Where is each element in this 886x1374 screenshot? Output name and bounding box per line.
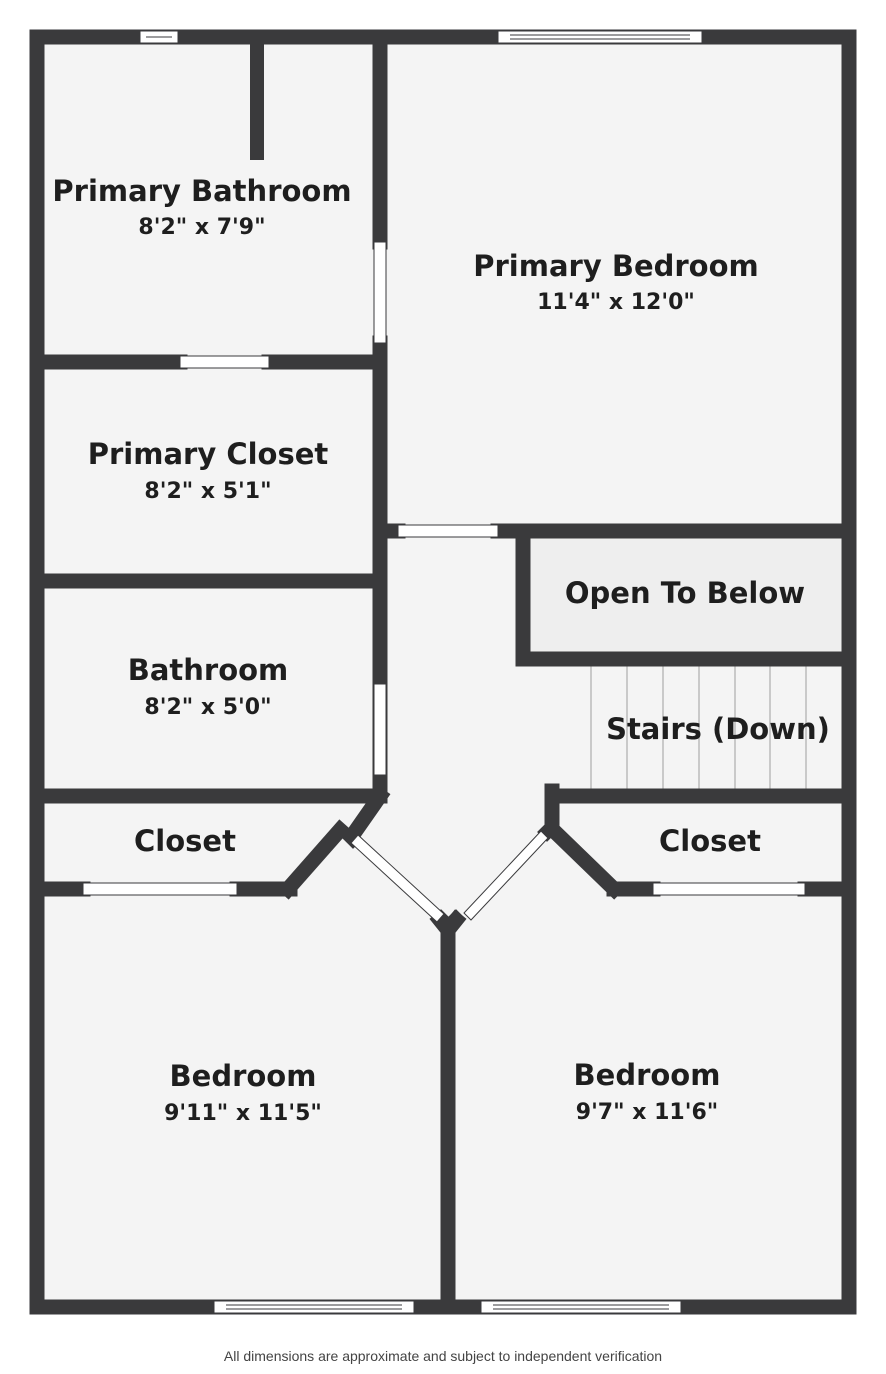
room-dims-primary-bathroom: 8'2" x 7'9" [138, 215, 265, 240]
door-opening [373, 683, 387, 776]
room-dims-bedroom-left: 9'11" x 11'5" [164, 1101, 322, 1126]
door-opening [373, 241, 387, 344]
room-name-primary-bedroom: Primary Bedroom [473, 249, 758, 283]
room-dims-primary-closet: 8'2" x 5'1" [144, 479, 271, 504]
door-opening [82, 882, 238, 896]
room-name-primary-bathroom: Primary Bathroom [52, 174, 351, 208]
door-opening [350, 834, 445, 923]
window [480, 1300, 682, 1314]
diagonal-doors [350, 830, 549, 923]
window [213, 1300, 415, 1314]
windows [139, 30, 703, 1314]
room-name-bathroom: Bathroom [128, 653, 289, 687]
room-dims-bathroom: 8'2" x 5'0" [144, 695, 271, 720]
door-opening [463, 830, 549, 921]
door-opening [652, 882, 806, 896]
room-name-stairs: Stairs (Down) [606, 712, 830, 746]
room-labels: Primary Bathroom 8'2" x 7'9" Primary Bed… [52, 174, 830, 1126]
room-dims-bedroom-right: 9'7" x 11'6" [576, 1100, 718, 1125]
walls [29, 29, 857, 1315]
window [497, 30, 703, 44]
disclaimer-footer: All dimensions are approximate and subje… [223, 1348, 663, 1364]
room-dims-primary-bedroom: 11'4" x 12'0" [537, 290, 695, 315]
openings [82, 241, 806, 896]
room-name-closet-right: Closet [659, 824, 761, 858]
room-name-bedroom-left: Bedroom [170, 1059, 317, 1093]
room-name-bedroom-right: Bedroom [574, 1058, 721, 1092]
door-opening [397, 524, 499, 538]
door-opening [179, 355, 270, 369]
room-name-primary-closet: Primary Closet [88, 437, 329, 471]
stair-treads [590, 665, 807, 789]
room-name-closet-left: Closet [134, 824, 236, 858]
open-to-below-area [524, 533, 841, 659]
room-name-open-to-below: Open To Below [565, 576, 805, 610]
